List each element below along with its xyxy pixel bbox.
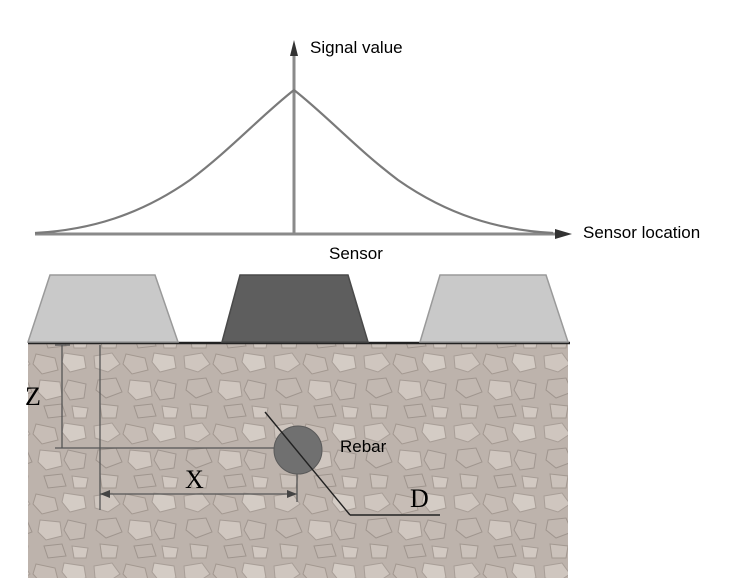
sensor-right <box>418 274 570 343</box>
sensor-label: Sensor <box>329 244 383 263</box>
x-arrow-left <box>100 490 110 498</box>
rebar <box>273 425 323 475</box>
z-label: Z <box>25 382 41 411</box>
x-axis-arrow <box>555 229 572 239</box>
signal-value-label: Signal value <box>310 38 403 57</box>
sensor-left <box>26 274 180 343</box>
x-arrow-right <box>287 490 297 498</box>
sensor-location-label: Sensor location <box>583 223 700 242</box>
x-label: X <box>185 465 204 494</box>
rebar-label: Rebar <box>340 437 387 456</box>
d-dimension-line <box>264 411 351 516</box>
y-axis-arrow <box>290 40 298 56</box>
sensor-center <box>221 274 370 343</box>
d-label: D <box>410 484 429 513</box>
signal-curve <box>34 88 554 235</box>
